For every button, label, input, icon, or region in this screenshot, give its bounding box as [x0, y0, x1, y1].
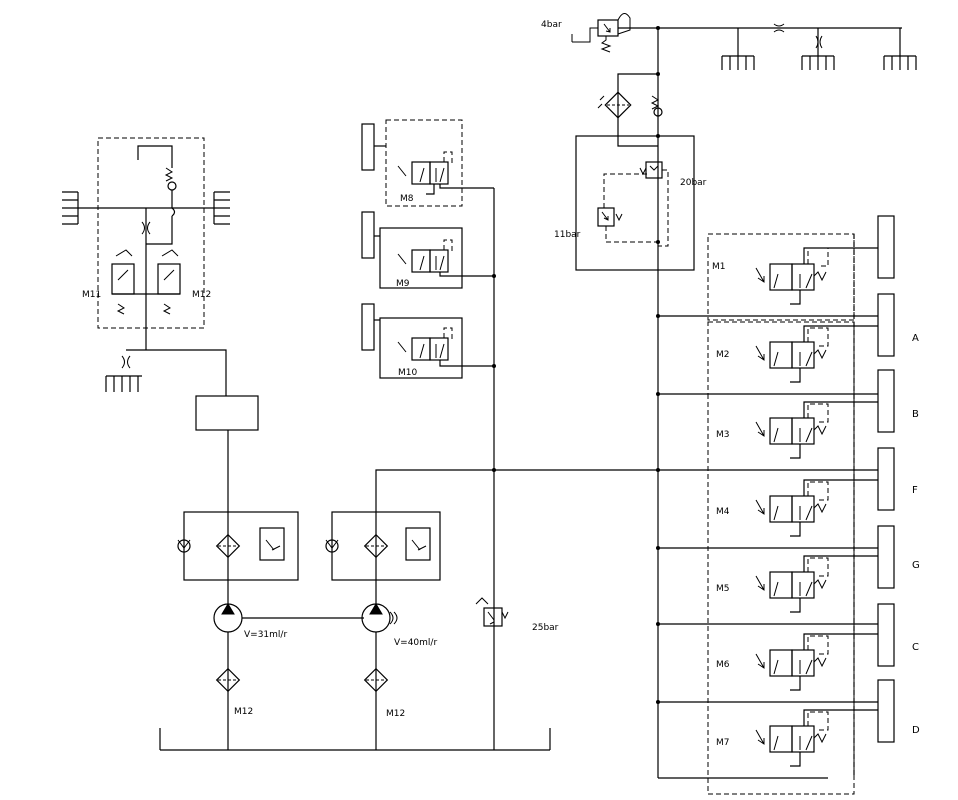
cooler-unit: [195, 395, 259, 431]
relief-valve-block: [575, 135, 695, 271]
pressure-label-4bar: 4bar: [541, 20, 562, 30]
valve-label-M12-top: M12: [192, 290, 211, 300]
top-supply-header: 4bar: [541, 13, 917, 271]
cylinder-M10: [361, 303, 375, 351]
cylinder-M1: [877, 215, 895, 279]
pump-circuit-1: V=31ml/r M12: [177, 430, 364, 750]
pump-1-displacement: V=31ml/r: [244, 630, 287, 640]
valve-label-M3: M3: [716, 430, 730, 440]
valve-station-M6: M6: [656, 633, 878, 704]
valve-label-M11: M11: [82, 290, 101, 300]
cylinder-label-B: B: [912, 409, 919, 420]
cylinder-label-A: A: [912, 333, 919, 344]
valve-label-M10: M10: [398, 368, 417, 378]
filter-label-M12-a: M12: [234, 707, 253, 717]
pump-2-displacement: V=40ml/r: [394, 638, 437, 648]
pressure-reducing-valve-4bar: [597, 19, 619, 37]
cylinder-D: [877, 679, 895, 743]
filter-label-M12-b: M12: [386, 709, 405, 719]
valve-station-box-M1: [707, 233, 855, 321]
tank-symbol-3: [883, 55, 917, 70]
reservoir-tank: [159, 728, 551, 751]
cylinder-label-D: D: [912, 725, 920, 736]
valve-station-M2: M2: [656, 321, 878, 396]
return-filter-top: [604, 91, 632, 119]
cylinder-B: [877, 369, 895, 433]
tank-symbol-left: [105, 375, 142, 392]
pressure-label-25bar: 25bar: [532, 623, 559, 633]
cylinder-C: [877, 603, 895, 667]
valve-station-M1: M1: [656, 233, 878, 321]
cylinder-A: [877, 293, 895, 357]
valve-label-M5: M5: [716, 584, 730, 594]
cylinder-G: [877, 525, 895, 589]
cylinder-label-F: F: [912, 485, 918, 496]
cylinder-M9: [361, 211, 375, 259]
cylinder-M8: [361, 123, 375, 171]
valve-label-M4: M4: [716, 507, 730, 517]
valve-station-M8: M8: [361, 119, 494, 207]
valve-station-M10: M10: [361, 303, 494, 379]
cylinder-label-G: G: [912, 560, 920, 571]
valve-station-M3: M3: [656, 401, 878, 472]
relief-valve-25bar: 25bar: [475, 597, 559, 633]
cylinder-F: [877, 447, 895, 511]
valve-block-M11-M12: M11 M12: [62, 137, 230, 350]
valve-label-M1: M1: [712, 262, 726, 272]
valve-station-M4: M4: [656, 479, 878, 550]
pressure-label-20bar: 20bar: [680, 178, 707, 188]
pump-circuit-2: V=40ml/r M12: [325, 510, 441, 750]
pressure-label-11bar: 11bar: [554, 230, 581, 240]
valve-station-box-M2: [707, 321, 855, 395]
cylinder-label-C: C: [912, 642, 919, 653]
valve-label-M7: M7: [716, 738, 730, 748]
tank-symbol-1: [721, 55, 755, 70]
valve-label-M6: M6: [716, 660, 730, 670]
valve-label-M9: M9: [396, 279, 410, 289]
valve-station-M5: M5: [656, 555, 878, 626]
valve-station-M7: M7: [716, 709, 878, 767]
tank-symbol-2: [801, 55, 835, 70]
valve-label-M8: M8: [400, 194, 414, 204]
valve-label-M2: M2: [716, 350, 730, 360]
valve-station-M9: M9: [361, 211, 494, 289]
